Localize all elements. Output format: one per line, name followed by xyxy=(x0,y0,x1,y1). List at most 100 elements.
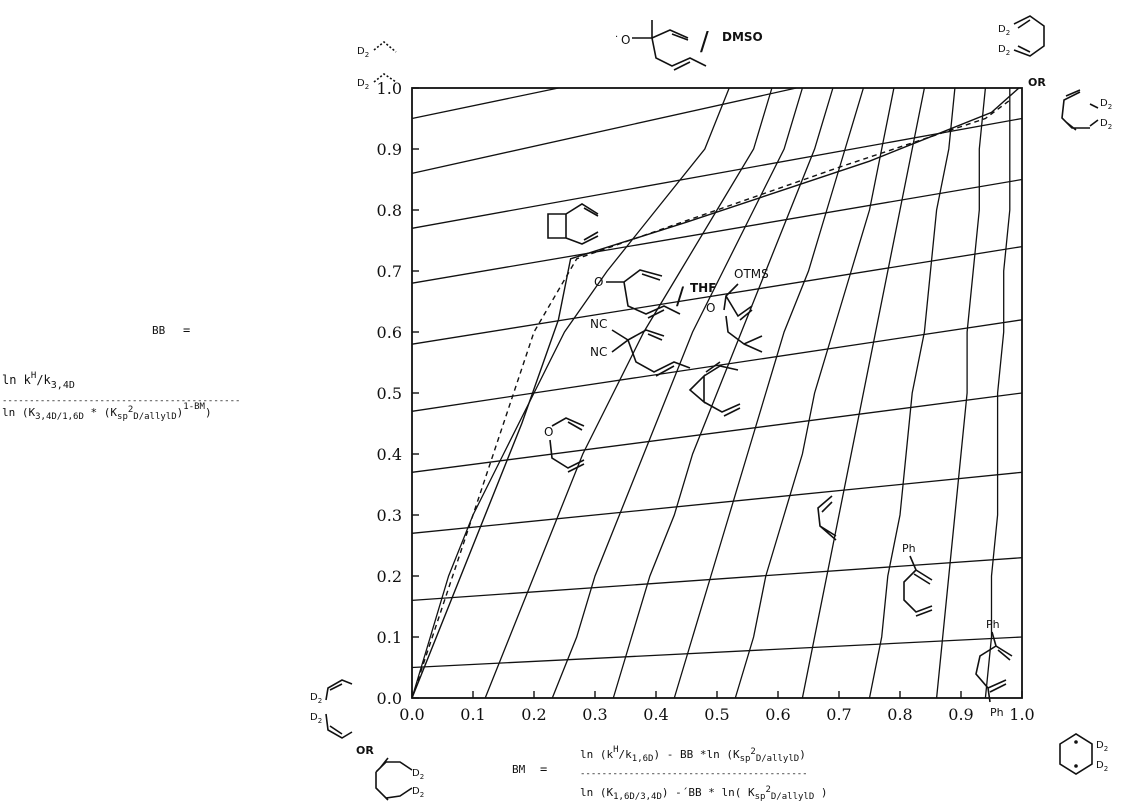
bb-den-close: ) xyxy=(205,406,212,419)
bb-den-exp: 1-BM xyxy=(183,402,205,412)
d2-label: D2 xyxy=(998,44,1010,57)
silyl-ketene-acetal-structure: OTMS O xyxy=(706,267,769,353)
solid-boundary-curve xyxy=(411,87,1020,699)
bb-denominator: ln (K3,4D/1,6D * (Ksp2D/allylD)1-BM) xyxy=(2,402,212,422)
contour-line-a xyxy=(411,178,1023,284)
x-tick-label: 0.6 xyxy=(765,705,790,724)
bm-den-rest: ) -´BB * ln( K xyxy=(662,786,755,799)
contour-line-a xyxy=(411,245,1023,345)
diphenyl-hexadiene-lines xyxy=(975,631,1013,703)
x-tick-label: 0.8 xyxy=(887,705,912,724)
radical-dot: · xyxy=(615,32,618,43)
bb-den-a-sub: 3,4D/1,6D xyxy=(35,412,84,422)
bm-num-sub3: D/allylD xyxy=(756,754,799,764)
bm-den-a: ln (K xyxy=(580,786,613,799)
bm-den-close: ) xyxy=(814,786,827,799)
diphenyl-hexadiene-structure: Ph Ph xyxy=(975,618,1013,719)
oxygen-label: O xyxy=(594,275,603,289)
bm-num-close: ) xyxy=(799,748,806,761)
otms-label: OTMS xyxy=(734,267,769,281)
x-tick-label: 0.9 xyxy=(948,705,973,724)
bm-num-sub2: sp xyxy=(740,754,751,764)
d2-label: D2 xyxy=(310,712,322,725)
hexadiene-plot-structure xyxy=(817,495,837,541)
bm-num-sup2: 2 xyxy=(750,747,755,757)
or-label: OR xyxy=(1028,76,1046,89)
bb-den-b-sub: sp xyxy=(117,412,128,422)
contour-line-b xyxy=(801,87,926,699)
bm-den-sub3: D/allylD xyxy=(771,792,814,802)
bb-den-b-sub2: D/allylD xyxy=(133,412,176,422)
hexadiene-or-right-structure xyxy=(1061,89,1099,131)
contour-line-b xyxy=(551,87,804,699)
dashed-boundary-curve xyxy=(411,99,1011,699)
oxygen-label: O xyxy=(544,425,553,439)
bb-formula: BB = ln kH/k3,4D -----------------------… xyxy=(2,323,240,422)
d2-label: D2 xyxy=(1100,118,1112,131)
y-tick-label: 0.3 xyxy=(377,506,402,525)
radical-dot xyxy=(1074,740,1078,744)
bb-num-b: /k xyxy=(36,373,51,387)
d2-label: D2 xyxy=(310,692,322,705)
bm-num-b: /k xyxy=(619,748,633,761)
bm-equals: = xyxy=(540,762,547,776)
nc-label: NC xyxy=(590,345,607,359)
y-tick-label: 0.6 xyxy=(377,323,402,342)
d2-label: D2 xyxy=(1096,740,1108,753)
slash-dmso: / xyxy=(700,27,709,57)
radical-dot xyxy=(1074,764,1078,768)
dmso-label: DMSO xyxy=(722,30,763,44)
y-tick-label: 1.0 xyxy=(377,79,402,98)
bm-den-sup2: 2 xyxy=(765,785,770,795)
contour-line-b xyxy=(673,87,865,699)
bm-denominator: ln (K1,6D/3,4D) -´BB * ln( Ksp2D/allylD … xyxy=(580,785,828,802)
y-tick-label: 0.9 xyxy=(377,140,402,159)
bb-den-b-sup: 2 xyxy=(128,405,133,415)
hexadiene-top-right-structure xyxy=(1013,15,1045,57)
bb-den-b: * (K xyxy=(84,406,117,419)
bm-label: BM xyxy=(512,763,526,776)
bm-num-sub: 1,6D xyxy=(632,754,654,764)
structure-top-right: D2 D2 OR D2 D2 xyxy=(998,15,1112,131)
thf-label: THF xyxy=(690,281,716,295)
bm-den-sub2: sp xyxy=(755,792,766,802)
contour-family-b xyxy=(411,87,1011,699)
contour-line-b xyxy=(612,87,834,699)
ph-label: Ph xyxy=(990,706,1004,719)
oxy-cope-thf-lines xyxy=(606,269,681,319)
bb-num-a: ln k xyxy=(2,373,32,387)
phenyl-hexadiene-lines xyxy=(903,555,933,617)
silyl-ketene-acetal-lines xyxy=(723,283,763,353)
y-axis-ticks: 0.00.10.20.30.40.50.60.70.80.91.0 xyxy=(377,79,419,708)
bb-den-c: ) xyxy=(177,406,184,419)
bm-num-sup: H xyxy=(613,745,618,755)
oxygen-label-top: O xyxy=(621,33,630,47)
d2-label: D2 xyxy=(357,46,369,59)
d2-label: D2 xyxy=(1096,760,1108,773)
hexadiene-bottom-left-structure xyxy=(325,679,353,739)
hexadiene-or-bottom-structure xyxy=(375,757,413,801)
dicyano-hexadiene-structure: NC NC xyxy=(590,317,691,377)
ph-label: Ph xyxy=(902,542,916,555)
bm-num-rest: ) - BB *ln (K xyxy=(653,748,739,761)
dicyano-hexadiene-lines xyxy=(611,329,691,377)
bb-num-sub: 3,4D xyxy=(51,380,75,391)
contour-line-a xyxy=(411,636,1023,669)
x-tick-label: 0.5 xyxy=(704,705,729,724)
x-tick-label: 1.0 xyxy=(1009,705,1034,724)
x-tick-label: 0.1 xyxy=(460,705,485,724)
y-tick-label: 0.4 xyxy=(377,445,402,464)
allyl-bottom-structure xyxy=(373,73,397,83)
bicyclic-diene-structure xyxy=(547,203,599,245)
allyl-top-structure xyxy=(373,40,397,53)
slash-thf: / xyxy=(676,282,685,310)
oxygen-label: O xyxy=(706,301,715,315)
contour-line-b xyxy=(411,87,730,699)
bb-numerator: ln kH/k3,4D xyxy=(2,371,75,391)
structure-top-dmso: · O / DMSO xyxy=(615,20,763,71)
y-tick-label: 0.2 xyxy=(377,567,402,586)
bb-fraction-line: ----------------------------------------… xyxy=(2,396,240,406)
phenyl-hexadiene-structure: Ph xyxy=(902,542,933,617)
